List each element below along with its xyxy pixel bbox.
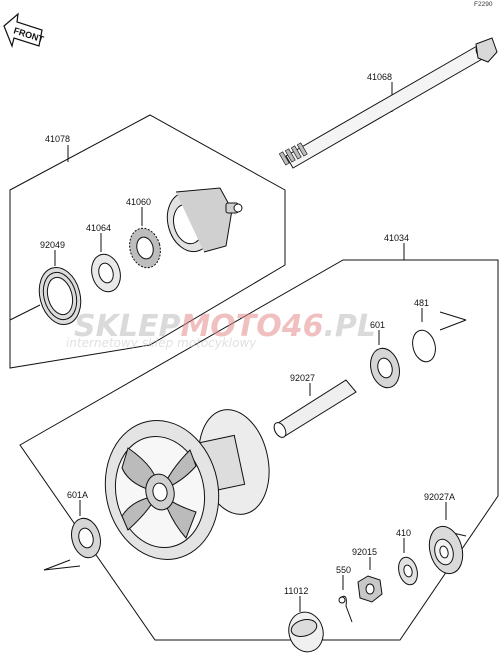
watermark-tagline: internetowy sklep motocyklowy [66,336,257,350]
front-arrow-icon: FRONT [3,12,45,48]
label-92015: 92015 [352,547,377,557]
label-410: 410 [396,528,411,538]
label-550: 550 [336,565,351,575]
cotter-pin-550 [338,575,353,623]
figure-code: F2290 [474,1,493,8]
gear-drive-41064 [91,233,121,293]
label-601A: 601A [67,490,88,500]
label-11012: 11012 [284,586,308,596]
castle-nut-92015 [357,557,383,603]
axle-41068 [278,37,498,169]
collar-92027A [428,502,464,575]
label-41064: 41064 [86,223,111,233]
label-92027A: 92027A [424,492,455,502]
cap-11012 [288,596,324,653]
gear-housing-41060 [141,187,243,253]
watermark-brand-right: MOTO46 [180,309,323,344]
bearing-601A [71,500,101,559]
watermark-brand-tld: .PL [324,309,377,344]
gear-ring [129,227,161,269]
label-41034: 41034 [384,233,409,243]
label-481: 481 [414,298,429,308]
washer-410 [398,538,418,586]
grease-seal-92049 [38,250,82,325]
label-41068: 41068 [367,72,392,82]
label-41078: 41078 [45,134,70,144]
wheel-hub [104,409,270,560]
speedometer-gear-group-box [9,114,286,369]
circlip-481 [412,308,436,363]
label-601: 601 [370,320,385,330]
label-92049: 92049 [40,240,65,250]
label-41060: 41060 [126,197,151,207]
watermark: SKLEPMOTO46.PL internetowy sklep motocyk… [66,309,376,350]
bearing-601 [370,330,400,389]
spacer-92027 [273,379,357,438]
label-92027: 92027 [290,373,315,383]
watermark-brand-left: SKLEP [74,309,180,344]
svg-text:SKLEPMOTO46.PL: SKLEPMOTO46.PL [74,309,376,344]
